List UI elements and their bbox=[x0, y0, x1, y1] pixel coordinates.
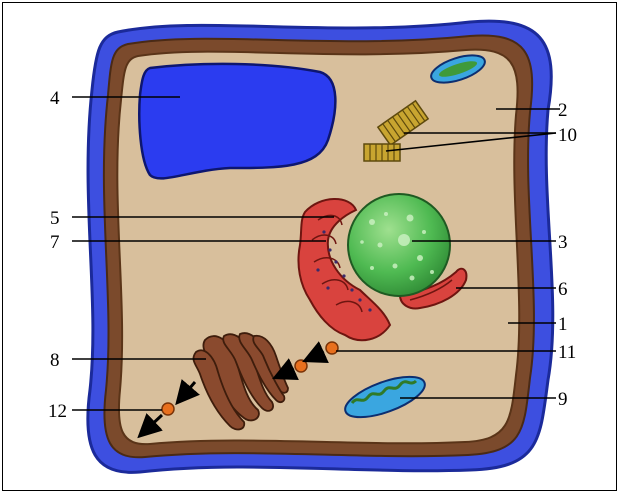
label-10: 10 bbox=[558, 125, 577, 146]
label-4: 4 bbox=[50, 88, 60, 109]
label-7: 7 bbox=[50, 232, 60, 253]
vacuole bbox=[139, 64, 335, 179]
nucleus bbox=[348, 194, 450, 296]
label-1: 1 bbox=[558, 314, 568, 335]
label-9: 9 bbox=[558, 389, 568, 410]
label-11: 11 bbox=[558, 342, 576, 363]
label-12: 12 bbox=[48, 401, 67, 422]
label-5: 5 bbox=[50, 208, 60, 229]
label-3: 3 bbox=[558, 232, 568, 253]
label-8: 8 bbox=[50, 350, 60, 371]
label-2: 2 bbox=[558, 100, 568, 121]
label-6: 6 bbox=[558, 279, 568, 300]
